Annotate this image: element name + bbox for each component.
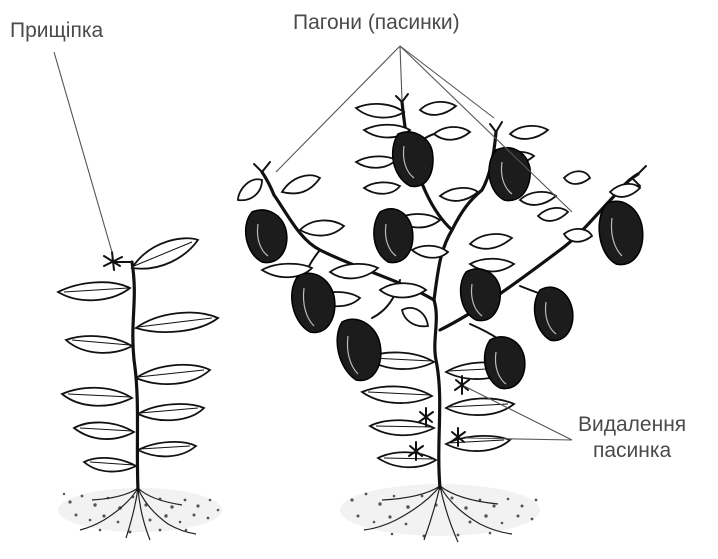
left-soil <box>58 488 222 534</box>
left-main-stem <box>132 262 138 490</box>
shoot-removal-label: Видалення пасинка <box>578 412 686 464</box>
pinch-leader-line <box>54 52 112 252</box>
shoots-label: Пагони (пасинки) <box>293 10 460 36</box>
pepper-fruits <box>246 132 643 389</box>
right-plant <box>238 94 646 542</box>
shoot-removal-label-line1: Видалення <box>578 412 686 438</box>
pinch-label: Прищіпка <box>10 18 103 44</box>
shoot-removal-label-line2: пасинка <box>578 438 686 464</box>
left-plant <box>58 238 222 540</box>
shoots-leader-line-2 <box>400 46 402 100</box>
